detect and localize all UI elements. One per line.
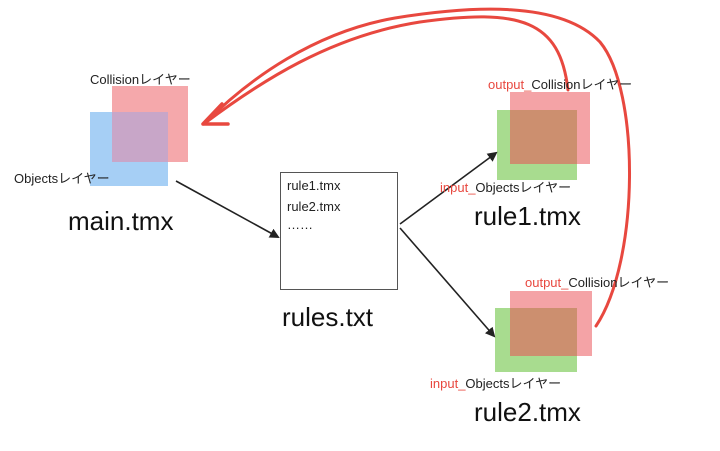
main-objects-layer-label: Objectsレイヤー — [14, 171, 110, 186]
rule1-input-layer-label: input_Objectsレイヤー — [440, 177, 571, 196]
rule2-tmx-filename: rule2.tmx — [474, 397, 581, 427]
main-layer-overlap — [112, 112, 168, 162]
arrow-rules-to-rule2 — [399, 227, 496, 338]
main-collision-layer-label: Collisionレイヤー — [90, 72, 191, 87]
rules-line-1: rule1.tmx — [287, 178, 341, 193]
red-arrow-rule2-output-to-main — [203, 7, 631, 328]
arrow-main-to-rules — [175, 180, 280, 238]
arrow-rules-to-rule1 — [399, 151, 498, 225]
rule2-input-prefix: input_ — [430, 376, 466, 391]
rule1-tmx-filename: rule1.tmx — [474, 201, 581, 231]
rule2-output-layer-label: output_Collisionレイヤー — [525, 272, 669, 291]
rules-line-3: …… — [287, 217, 313, 232]
rule2-output-prefix: output_ — [525, 275, 569, 290]
rule1-output-layer-name: Collisionレイヤー — [531, 77, 633, 92]
rules-line-2: rule2.tmx — [287, 199, 341, 214]
rule2-input-layer-label: input_Objectsレイヤー — [430, 373, 561, 392]
rule2-input-layer-name: Objectsレイヤー — [465, 376, 562, 391]
rules-file-box: rule1.tmx rule2.tmx …… — [280, 172, 398, 290]
rule1-output-layer-label: output_Collisionレイヤー — [488, 74, 632, 93]
red-arrow-rule1-output-to-main — [203, 15, 570, 125]
rule1-input-layer-name: Objectsレイヤー — [475, 180, 572, 195]
rule2-output-layer-name: Collisionレイヤー — [568, 275, 670, 290]
main-tmx-filename: main.tmx — [68, 206, 174, 236]
rule1-layer-overlap — [510, 110, 577, 164]
rule1-output-prefix: output_ — [488, 77, 532, 92]
red-arrowhead — [201, 102, 230, 126]
rule2-layer-overlap — [510, 308, 577, 356]
rule1-input-prefix: input_ — [440, 180, 476, 195]
rules-txt-filename: rules.txt — [282, 302, 374, 332]
